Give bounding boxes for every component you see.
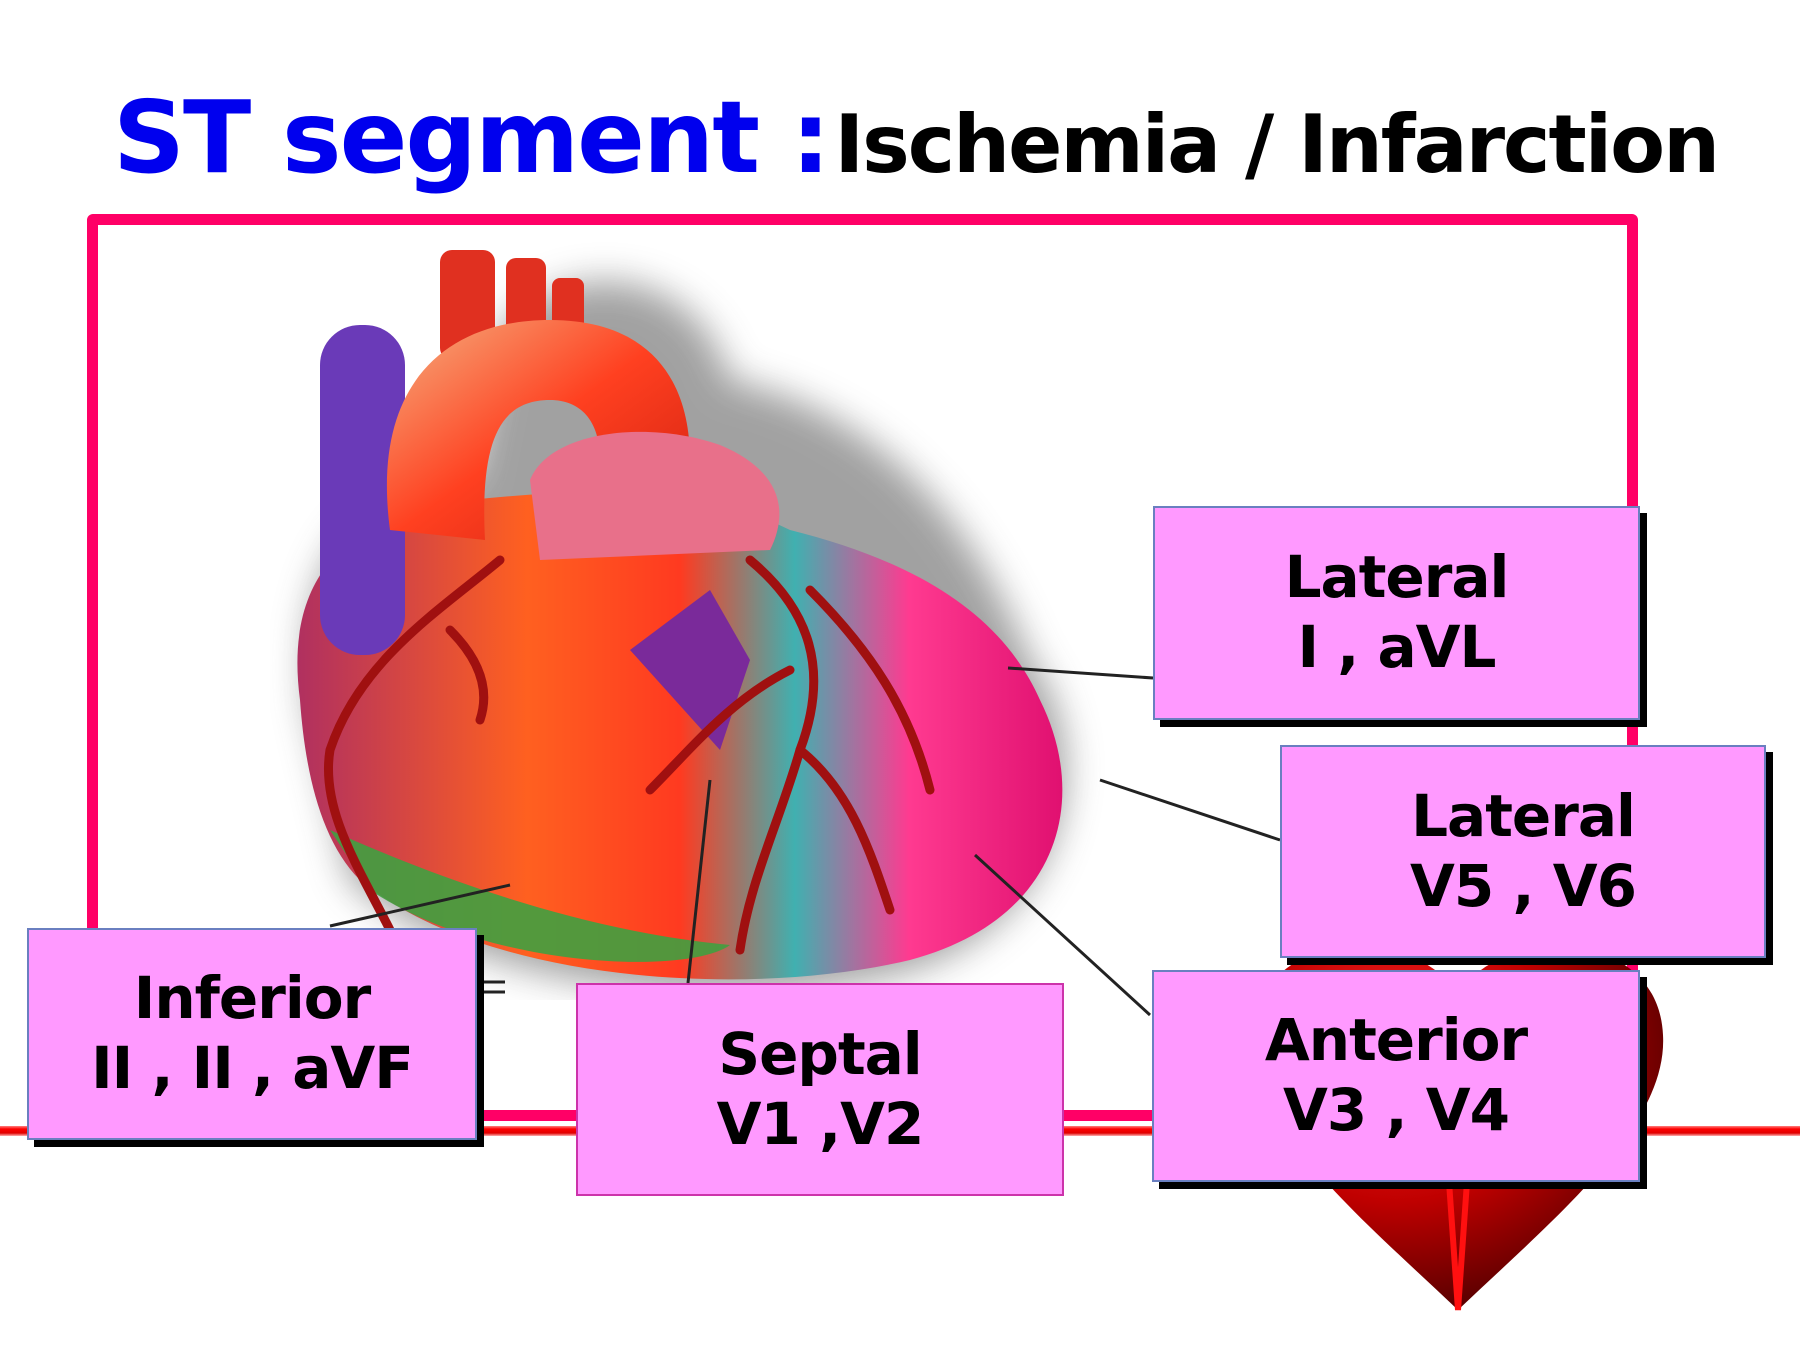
slide-title: ST segment : Ischemia / Infarction	[113, 88, 1720, 191]
anatomical-heart-illustration	[297, 250, 1066, 994]
label-anterior: Anterior V3 , V4	[1152, 970, 1640, 1182]
region-name: Lateral	[1411, 781, 1636, 850]
title-prefix: ST segment :	[113, 79, 831, 196]
lead-list: I , aVL	[1297, 613, 1497, 681]
region-name: Lateral	[1284, 543, 1510, 612]
region-name: Inferior	[133, 964, 371, 1033]
label-lateral-high: Lateral I , aVL	[1153, 506, 1640, 720]
label-inferior: Inferior II , II , aVF	[27, 928, 477, 1140]
lead-list: V5 , V6	[1410, 851, 1637, 920]
region-name: Anterior	[1264, 1006, 1528, 1075]
lead-list: II , II , aVF	[91, 1034, 414, 1102]
lead-list: V3 , V4	[1283, 1076, 1510, 1144]
label-septal: Septal V1 ,V2	[576, 983, 1064, 1196]
region-name: Septal	[718, 1019, 922, 1088]
label-lateral-low: Lateral V5 , V6	[1280, 745, 1766, 958]
lead-list: V1 ,V2	[716, 1089, 925, 1158]
title-suffix: Ischemia / Infarction	[834, 98, 1720, 191]
